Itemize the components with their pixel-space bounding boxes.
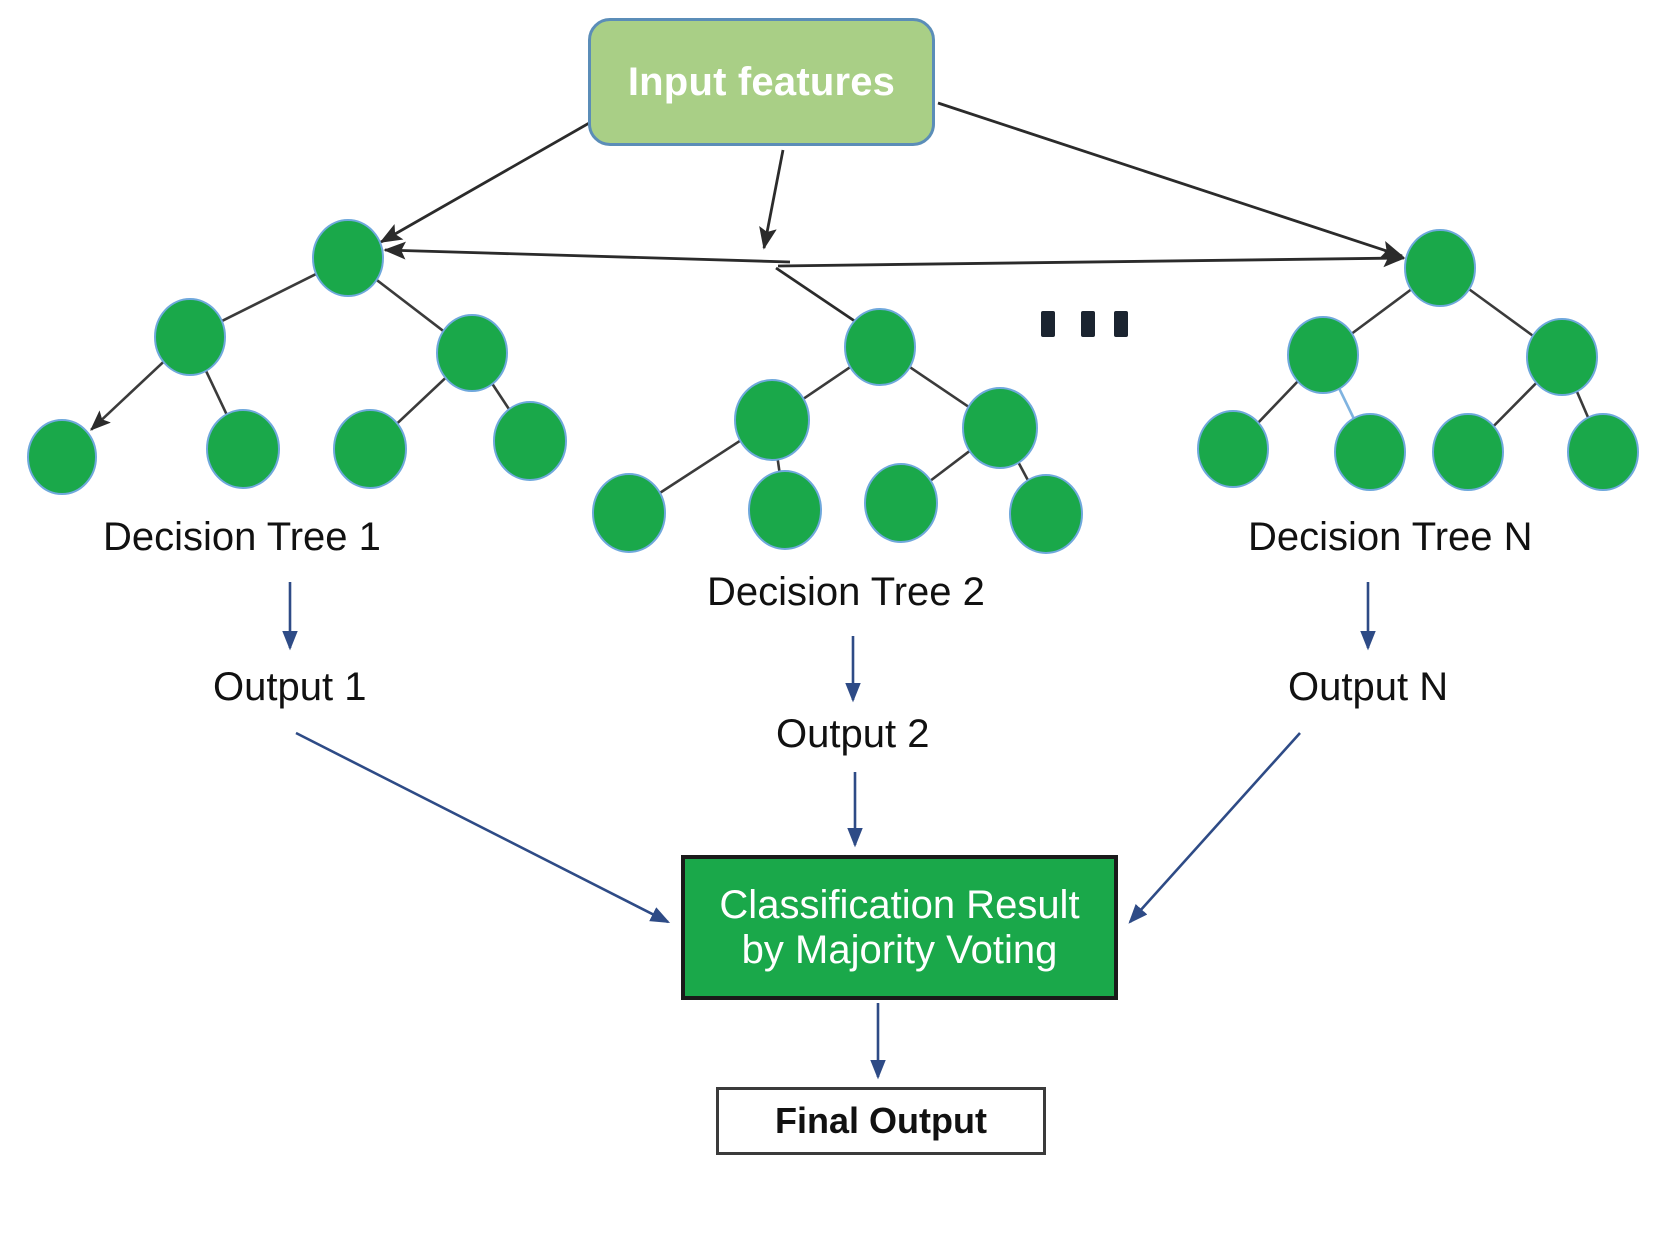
tree-2-root-node-1 [844,308,916,386]
arrow-outputN-to-classification [1128,732,1301,924]
edge-input-to-tree1 [379,104,620,244]
tree-3-edge-5 [1491,380,1539,429]
edge-junction-to-treeN [777,249,1406,268]
output-1-label: Output 1 [213,665,367,709]
tree-1-edge-5 [395,376,448,426]
ellipsis-icon [1041,311,1128,337]
tree-1-edge-4 [203,368,229,418]
tree-3-edge-4 [1337,385,1356,422]
arrow-output1-to-classification [295,731,671,924]
decision-tree-n-label: Decision Tree N [1248,515,1533,559]
tree-1-edge-3 [90,359,166,431]
edge-input-to-tree2 [759,149,785,250]
tree-3-edge-3 [1256,379,1300,425]
tree-2-edge-2 [908,365,971,409]
tree-3-leaf-node-4 [1197,410,1269,488]
input-features-node: Input features [588,18,935,146]
tree-to-output-arrows [282,582,1376,703]
tree-3-root-node-1 [1404,229,1476,307]
decision-trees-layer [27,219,1639,554]
classification-result-line-2: by Majority Voting [741,927,1058,972]
tree-2-edge-3 [658,439,742,495]
input-to-trees-connectors [379,101,1406,328]
edge-junction-to-tree2-root [775,266,863,328]
edge-input-to-treeN [937,101,1404,259]
tree-2-leaf-node-7 [1009,474,1083,554]
classification-result-node: Classification Result by Majority Voting [681,855,1118,1000]
input-features-label: Input features [627,59,896,104]
final-output-label: Final Output [775,1100,987,1141]
edge-junction-to-tree1 [383,241,791,264]
tree-1-inner-node-3 [436,314,508,392]
tree-1-edge-2 [374,278,446,333]
tree-1-leaf-node-6 [333,409,407,489]
decision-tree-3-group [1197,229,1639,491]
classification-result-line-1: Classification Result [719,882,1080,927]
tree-3-inner-node-3 [1526,318,1598,396]
output-2-label: Output 2 [776,712,930,756]
tree-2-leaf-node-6 [864,463,938,543]
classification-result-label: Classification Result by Majority Voting [719,883,1079,973]
tree-3-leaf-node-6 [1432,413,1504,491]
tree-1-inner-node-2 [154,298,226,376]
output-to-classification-arrows [295,731,1301,1080]
tree-3-leaf-node-5 [1334,413,1406,491]
tree-2-edge-6 [1016,460,1031,483]
tree-3-edge-6 [1574,388,1591,421]
tree-1-edge-1 [220,272,318,323]
decision-tree-2-group [592,308,1083,554]
decision-tree-2-label: Decision Tree 2 [707,570,985,614]
tree-1-leaf-node-5 [206,409,280,489]
tree-2-inner-node-2 [734,379,810,461]
output-n-label: Output N [1288,665,1449,709]
tree-1-leaf-node-7 [493,401,567,481]
tree-1-edge-6 [490,381,512,412]
tree-3-edge-2 [1467,287,1535,338]
tree-3-leaf-node-7 [1567,413,1639,491]
tree-1-leaf-node-4 [27,419,97,495]
final-output-node: Final Output [716,1087,1046,1155]
tree-2-leaf-node-5 [748,470,822,550]
tree-3-inner-node-2 [1287,316,1359,394]
tree-2-edge-1 [801,365,852,401]
tree-2-inner-node-3 [962,387,1038,469]
decision-tree-1-group [27,219,567,495]
tree-2-leaf-node-4 [592,473,666,553]
tree-1-root-node-1 [312,219,384,297]
tree-3-edge-1 [1350,287,1413,336]
tree-2-edge-5 [928,449,972,483]
decision-tree-1-label: Decision Tree 1 [103,515,381,559]
